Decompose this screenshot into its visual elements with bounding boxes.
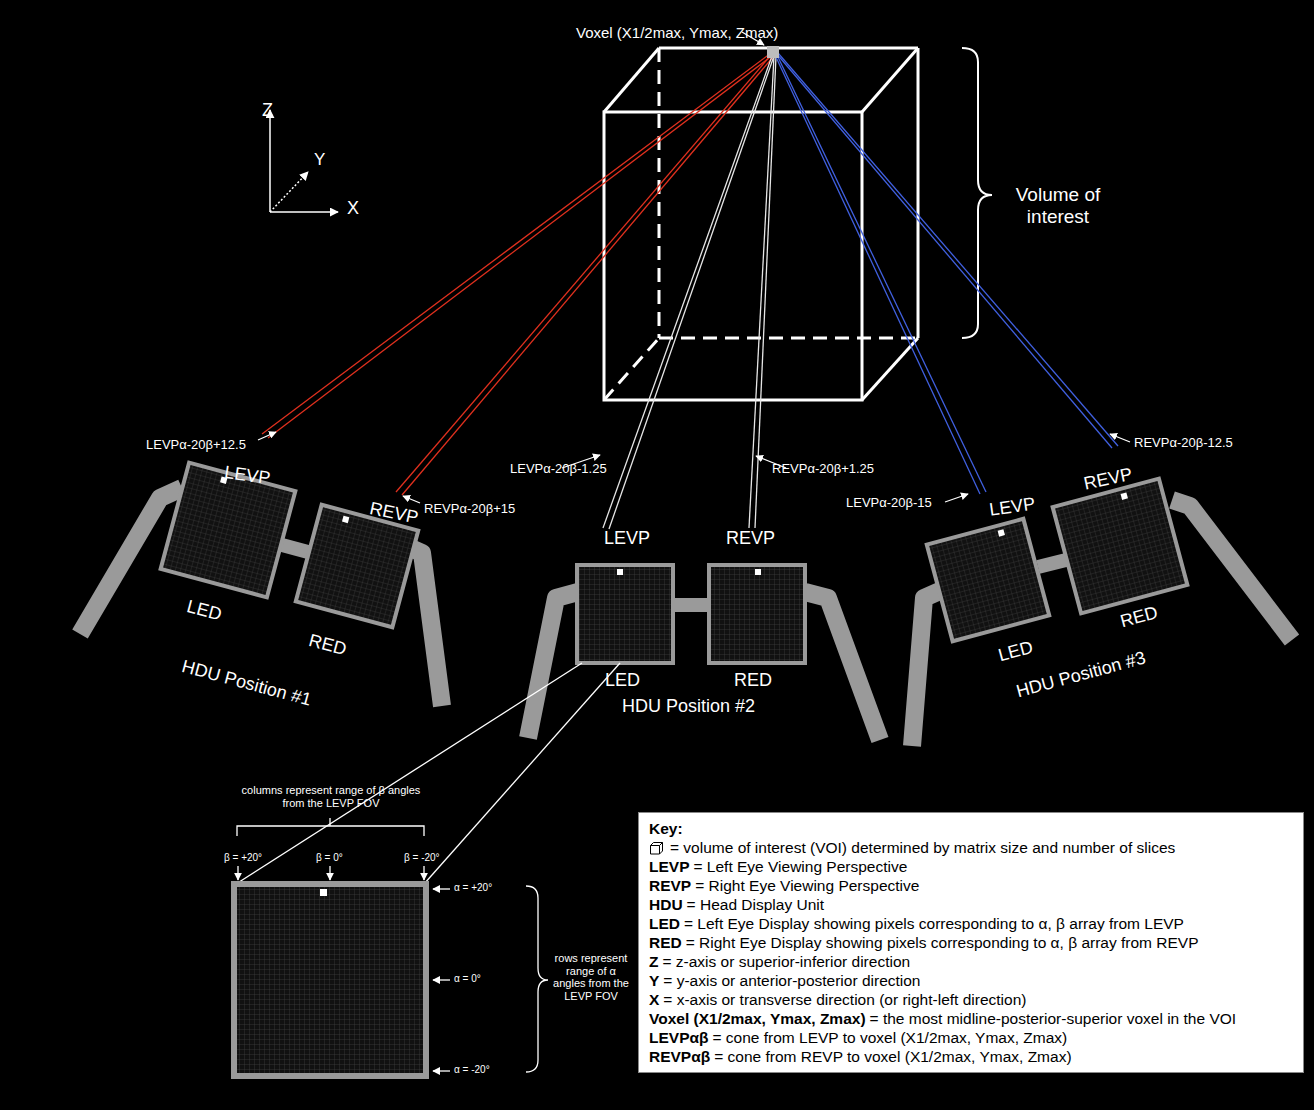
zoom-annotations	[237, 818, 548, 1072]
key-term: REVP	[649, 877, 691, 894]
label: HDU Position #1	[180, 656, 314, 710]
label: LED	[185, 596, 224, 625]
key-row: LED= Left Eye Display showing pixels cor…	[649, 914, 1293, 933]
pointer-arrows	[258, 32, 1130, 503]
key-row: LEVP= Left Eye Viewing Perspective	[649, 857, 1293, 876]
voxel	[767, 46, 779, 58]
label: Z	[262, 100, 273, 121]
label: LEVP	[988, 494, 1036, 521]
key-row: HDU= Head Display Unit	[649, 895, 1293, 914]
key-row: REVPαβ= cone from REVP to voxel (X1/2max…	[649, 1047, 1293, 1066]
key-definition: = Left Eye Display showing pixels corres…	[684, 915, 1184, 932]
label: β = 0°	[316, 852, 343, 864]
key-term: Y	[649, 972, 659, 989]
label: β = -20°	[404, 852, 440, 864]
cube-icon	[649, 841, 665, 855]
label: LEVPα-20β+12.5	[146, 438, 246, 453]
view-cones	[262, 53, 1118, 529]
key-row: Y= y-axis or anterior-posterior directio…	[649, 971, 1293, 990]
label: α = 0°	[454, 973, 481, 985]
head-display-unit	[80, 463, 442, 706]
key-row: Key:	[649, 819, 1293, 838]
key-row: REVP= Right Eye Viewing Perspective	[649, 876, 1293, 895]
key-term: RED	[649, 934, 682, 951]
key-term: LEVPαβ	[649, 1029, 708, 1046]
label: α = +20°	[454, 882, 492, 894]
label: REVPα-20β-12.5	[1134, 436, 1233, 451]
zoomed-display	[234, 884, 426, 1076]
key-definition: = volume of interest (VOI) determined by…	[670, 839, 1175, 856]
key-definition: = the most midline-posterior-superior vo…	[870, 1010, 1237, 1027]
label: RED	[307, 630, 349, 660]
key-definition: = Left Eye Viewing Perspective	[693, 858, 907, 875]
key-row: LEVPαβ= cone from LEVP to voxel (X1/2max…	[649, 1028, 1293, 1047]
key-row: Z= z-axis or superior-inferior direction	[649, 952, 1293, 971]
label: Voxel (X1/2max, Ymax, Zmax)	[576, 24, 778, 41]
key-term: X	[649, 991, 659, 1008]
key-term: HDU	[649, 896, 683, 913]
label: LED	[605, 670, 640, 691]
key-definition: = Right Eye Viewing Perspective	[695, 877, 919, 894]
key-term: LED	[649, 915, 680, 932]
key-definition: = cone from LEVP to voxel (X1/2max, Ymax…	[712, 1029, 1067, 1046]
label: LEVPα-20β-15	[846, 496, 932, 511]
key-row: X= x-axis or transverse direction (or ri…	[649, 990, 1293, 1009]
label: HDU Position #2	[622, 696, 755, 717]
label: RED	[1118, 602, 1160, 632]
volume-cube	[604, 48, 918, 400]
label: β = +20°	[224, 852, 262, 864]
label: REVPα-20β+15	[424, 502, 515, 517]
label: Volume of interest	[998, 184, 1118, 228]
key-row: = volume of interest (VOI) determined by…	[649, 838, 1293, 857]
label: Y	[314, 150, 325, 170]
label: rows represent range of α angles from th…	[550, 952, 632, 1003]
key-box: Key: = volume of interest (VOI) determine…	[638, 812, 1304, 1073]
key-definition: = Right Eye Display showing pixels corre…	[686, 934, 1199, 951]
label: RED	[734, 670, 772, 691]
label: columns represent range of β angles from…	[236, 784, 426, 809]
head-display-unit	[912, 479, 1292, 746]
head-display-unit	[528, 565, 880, 740]
key-row: Voxel (X1/2max, Ymax, Zmax)= the most mi…	[649, 1009, 1293, 1028]
key-definition: = cone from REVP to voxel (X1/2max, Ymax…	[714, 1048, 1071, 1065]
label: X	[347, 198, 359, 219]
key-term: Voxel (X1/2max, Ymax, Zmax)	[649, 1010, 866, 1027]
key-term: Z	[649, 953, 658, 970]
label: α = -20°	[454, 1064, 490, 1076]
key-definition: = y-axis or anterior-posterior direction	[663, 972, 920, 989]
label: LEVPα-20β-1.25	[510, 462, 607, 477]
axes	[270, 110, 338, 212]
key-term: REVPαβ	[649, 1048, 710, 1065]
key-definition: = z-axis or superior-inferior direction	[662, 953, 910, 970]
key-term: Key:	[649, 820, 683, 837]
key-definition: = x-axis or transverse direction (or rig…	[663, 991, 1026, 1008]
key-row: RED= Right Eye Display showing pixels co…	[649, 933, 1293, 952]
key-term: LEVP	[649, 858, 689, 875]
label: LEVP	[604, 528, 650, 549]
label: REVPα-20β+1.25	[772, 462, 874, 477]
key-definition: = Head Display Unit	[687, 896, 824, 913]
label: LED	[996, 637, 1035, 666]
label: REVP	[726, 528, 775, 549]
